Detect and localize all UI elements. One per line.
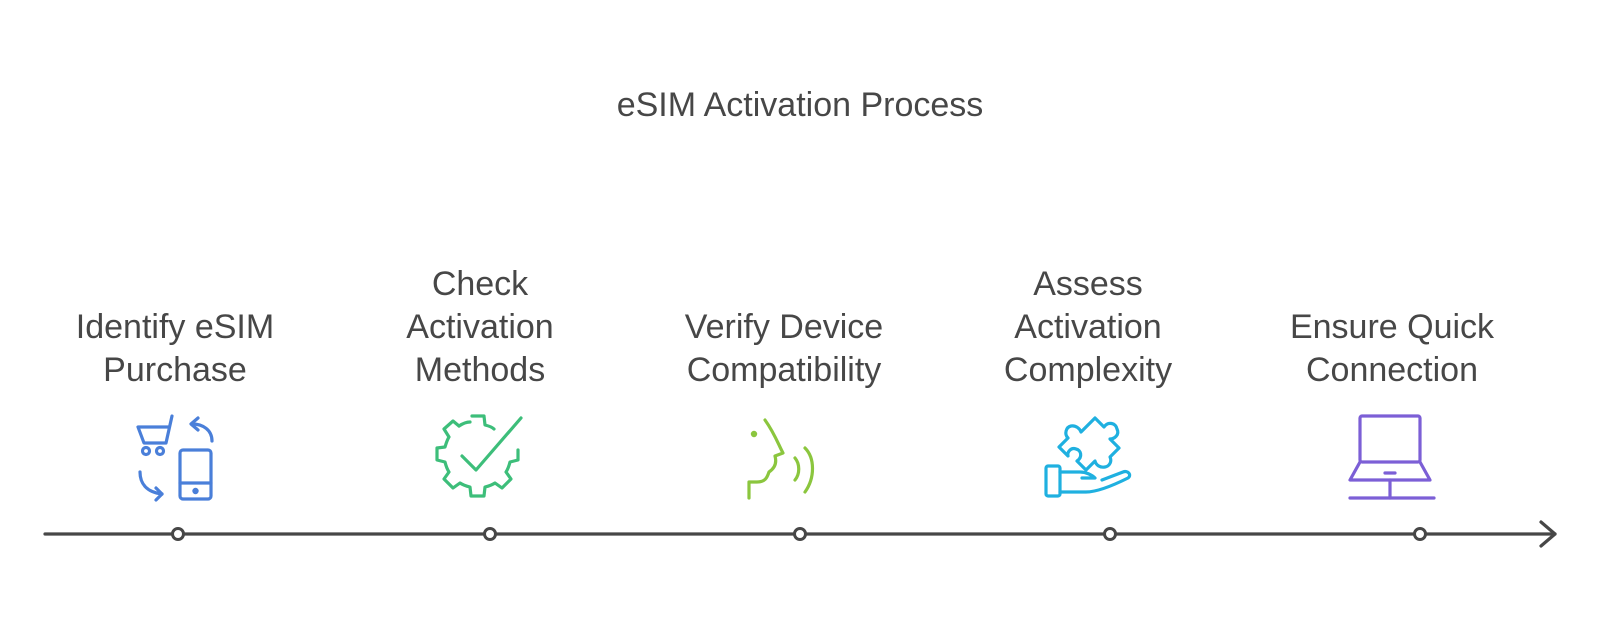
diagram-title: eSIM Activation Process: [616, 86, 984, 124]
step-label-assess-activation-complexity: Assess Activation Complexity: [1003, 265, 1173, 389]
timeline-arrowhead: [1539, 520, 1557, 548]
timeline-node-1: [171, 527, 185, 541]
cart-phone-sync-icon: [128, 408, 228, 508]
timeline-node-4: [1103, 527, 1117, 541]
timeline-node-5: [1413, 527, 1427, 541]
step-label-identify-esim-purchase: Identify eSIM Purchase: [75, 308, 275, 389]
step-label-check-activation-methods: Check Activation Methods: [406, 265, 554, 389]
hand-puzzle-icon: [1040, 408, 1140, 508]
timeline-node-3: [793, 527, 807, 541]
gear-check-icon: [432, 408, 532, 508]
voice-recognition-icon: [735, 408, 835, 508]
step-label-verify-device-compatibility: Verify Device Compatibility: [684, 308, 884, 389]
timeline-node-2: [483, 527, 497, 541]
step-label-ensure-quick-connection: Ensure Quick Connection: [1289, 308, 1495, 389]
laptop-icon: [1342, 408, 1442, 508]
